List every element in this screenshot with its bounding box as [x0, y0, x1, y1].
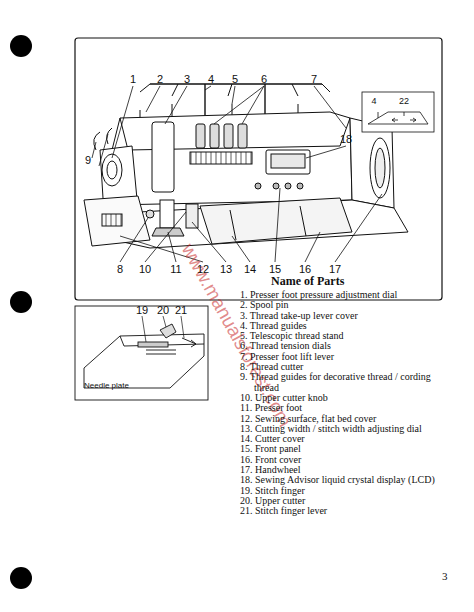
part-name: 16. Front cover — [240, 455, 450, 465]
part-name: 9. Thread guides for decorative thread /… — [240, 372, 450, 393]
callout-number: 5 — [232, 73, 238, 85]
part-name: 2. Spool pin — [240, 300, 450, 310]
part-name: 12. Sewing surface, flat bed cover — [240, 414, 450, 424]
needle-plate-figure — [75, 306, 208, 400]
callout-number: 12 — [197, 263, 209, 275]
part-name: 4. Thread guides — [240, 321, 450, 331]
callout-number: 4 — [208, 73, 214, 85]
callout-number: 9 — [85, 154, 91, 166]
part-name: 1. Presser foot pressure adjustment dial — [240, 290, 450, 300]
leader-lines — [92, 86, 382, 262]
part-name: 13. Cutting width / stitch width adjusti… — [240, 424, 450, 434]
callout-number: 21 — [175, 304, 187, 316]
callout-number: 15 — [269, 263, 281, 275]
part-name: 10. Upper cutter knob — [240, 393, 450, 403]
detail-inset — [362, 92, 434, 132]
callout-number: 6 — [261, 73, 267, 85]
callout-number: 18 — [340, 133, 352, 145]
callout-number: 22 — [399, 95, 409, 107]
callout-number: 1 — [130, 73, 136, 85]
callout-number: 3 — [184, 73, 190, 85]
figure-caption: Needle plate — [84, 381, 129, 390]
part-name: 20. Upper cutter — [240, 496, 450, 506]
callout-number: 2 — [157, 73, 163, 85]
callout-number: 8 — [117, 263, 123, 275]
callout-number: 14 — [244, 263, 256, 275]
part-name: 7. Presser foot lift lever — [240, 352, 450, 362]
parts-list: 1. Presser foot pressure adjustment dial… — [240, 290, 450, 517]
part-name: 11. Presser foot — [240, 403, 450, 413]
part-name: 21. Stitch finger lever — [240, 506, 450, 516]
page-number: 3 — [442, 570, 448, 582]
callout-number: 19 — [136, 304, 148, 316]
callout-number: 4 — [371, 95, 376, 107]
callout-number: 7 — [311, 73, 317, 85]
callout-number: 11 — [170, 263, 181, 275]
part-name: 14. Cutter cover — [240, 434, 450, 444]
part-name: 6. Thread tension dials — [240, 341, 450, 351]
callout-number: 20 — [157, 304, 169, 316]
callout-number: 13 — [220, 263, 232, 275]
part-name: 15. Front panel — [240, 444, 450, 454]
part-name: 8. Thread cutter — [240, 362, 450, 372]
callout-number: 16 — [299, 263, 311, 275]
part-name: 19. Stitch finger — [240, 486, 450, 496]
part-name: 17. Handwheel — [240, 465, 450, 475]
callout-number: 17 — [329, 263, 341, 275]
part-name: 18. Sewing Advisor liquid crystal displa… — [240, 475, 450, 485]
callout-number: 10 — [139, 263, 151, 275]
figure-frame — [75, 38, 442, 300]
section-title: Name of Parts — [271, 274, 344, 289]
serger-machine — [84, 84, 408, 248]
part-name: 5. Telescopic thread stand — [240, 331, 450, 341]
binder-holes — [10, 35, 32, 589]
part-name: 3. Thread take-up lever cover — [240, 311, 450, 321]
